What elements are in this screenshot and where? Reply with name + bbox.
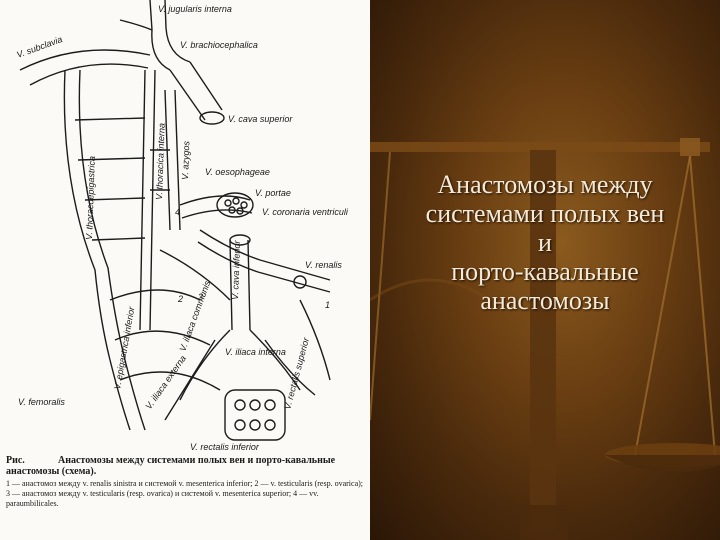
label-4: 4 <box>175 207 180 217</box>
anatomy-diagram: V. jugularis interna V. subclavia V. bra… <box>15 0 349 452</box>
caption-heading-text: Анастомозы между системами полых вен и п… <box>6 455 336 477</box>
venous-anastomoses-figure: V. jugularis interna V. subclavia V. bra… <box>0 0 370 540</box>
slide-title: Анастомозы между системами полых вен и п… <box>375 170 715 315</box>
label-iliaca-communis: V. iliaca communis <box>177 279 212 353</box>
caption-heading: Рис.Анастомозы между системами полых вен… <box>6 455 366 477</box>
label-rectalis-superior: V. rectalis superior <box>282 336 311 411</box>
figure-caption: Рис.Анастомозы между системами полых вен… <box>6 455 366 509</box>
label-brachiocephalica: V. brachiocephalica <box>180 40 258 50</box>
scales-icon <box>370 138 720 540</box>
label-3: 3 <box>198 292 203 302</box>
label-thoracica-interna: V. thoracica interna <box>154 123 167 200</box>
label-1: 1 <box>325 300 330 310</box>
caption-body: 1 — анастомоз между v. renalis sinistra … <box>6 479 364 508</box>
caption-prefix: Рис. <box>6 455 25 466</box>
title-line-3: и <box>538 228 552 257</box>
label-oesophageae: V. oesophageae <box>205 167 270 177</box>
label-cava-superior: V. cava superior <box>228 114 293 124</box>
label-rectalis-inferior: V. rectalis inferior <box>190 442 260 452</box>
label-iliaca-interna: V. iliaca interna <box>225 347 286 357</box>
title-line-1: Анастомозы между <box>437 170 653 199</box>
label-thoracoepigastrica: V. thoracoepigastrica <box>84 156 97 240</box>
title-line-2: системами полых вен <box>425 199 665 228</box>
label-portae: V. portae <box>255 188 291 198</box>
label-jugularis: V. jugularis interna <box>158 4 232 14</box>
label-cava-inferior: V. cava inferior <box>230 239 242 300</box>
title-line-5: анастомозы <box>480 286 610 315</box>
label-2: 2 <box>177 294 183 304</box>
title-line-4: порто-кавальные <box>451 257 639 286</box>
label-iliaca-externa: V. iliaca externa <box>143 353 188 411</box>
label-femoralis: V. femoralis <box>18 397 65 407</box>
label-coronaria: V. coronaria ventriculi <box>262 207 349 217</box>
label-renalis: V. renalis <box>305 260 342 270</box>
label-azygos: V. azygos <box>180 140 191 180</box>
slide-background <box>370 0 720 540</box>
